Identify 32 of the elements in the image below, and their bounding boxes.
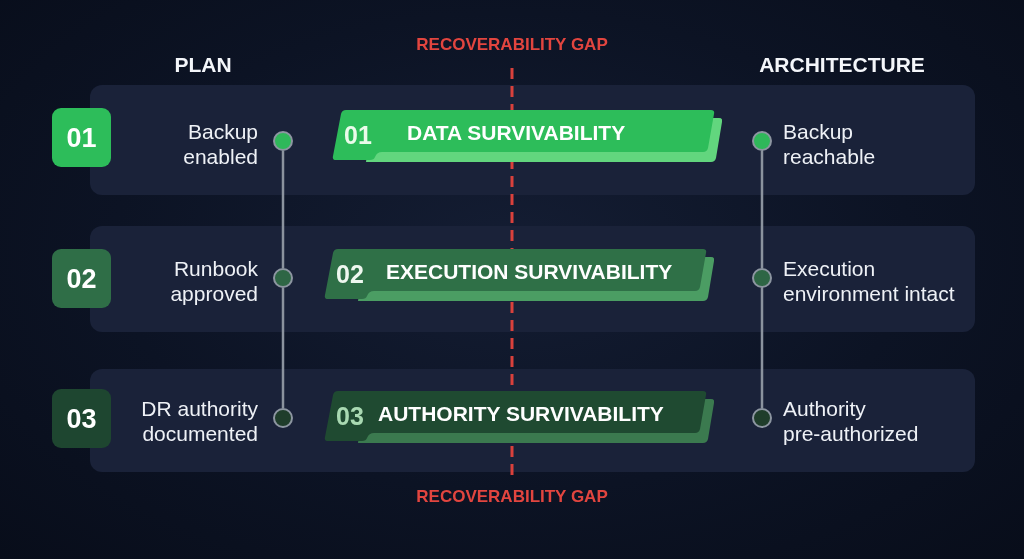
architecture-item-text: Authority pre-authorized: [783, 396, 920, 446]
banner-title: DATA SURVIVABILITY: [407, 120, 626, 146]
plan-item-text: DR authority documented: [140, 396, 258, 446]
connector-line: [760, 288, 764, 408]
plan-item-text: Backup enabled: [182, 119, 258, 169]
architecture-item-text: Backup reachable: [783, 119, 877, 169]
connector-line: [281, 151, 285, 268]
banner-number: 03: [336, 402, 364, 430]
timeline-dot: [273, 408, 293, 428]
banner-number: 02: [336, 260, 364, 288]
plan-item-text: Runbook approved: [169, 256, 258, 306]
banner-number: 01: [344, 121, 372, 149]
banner-title: AUTHORITY SURVIVABILITY: [378, 401, 664, 427]
timeline-dot: [273, 268, 293, 288]
banner-title: EXECUTION SURVIVABILITY: [386, 259, 673, 285]
step-number-badge: 02: [52, 249, 111, 308]
step-number-badge: 03: [52, 389, 111, 448]
gap-label: RECOVERABILITY GAP: [416, 487, 608, 507]
timeline-dot: [273, 131, 293, 151]
connector-line: [760, 151, 764, 268]
timeline-dot: [752, 131, 772, 151]
timeline-dot: [752, 268, 772, 288]
section-banner: [330, 108, 722, 164]
step-number-badge: 01: [52, 108, 111, 167]
column-heading: ARCHITECTURE: [759, 53, 925, 77]
architecture-item-text: Execution environment intact: [783, 256, 956, 306]
gap-label: RECOVERABILITY GAP: [416, 35, 608, 55]
section-banner: [322, 389, 714, 445]
timeline-dot: [752, 408, 772, 428]
column-heading: PLAN: [174, 53, 232, 77]
section-banner: [322, 247, 714, 303]
connector-line: [281, 288, 285, 408]
